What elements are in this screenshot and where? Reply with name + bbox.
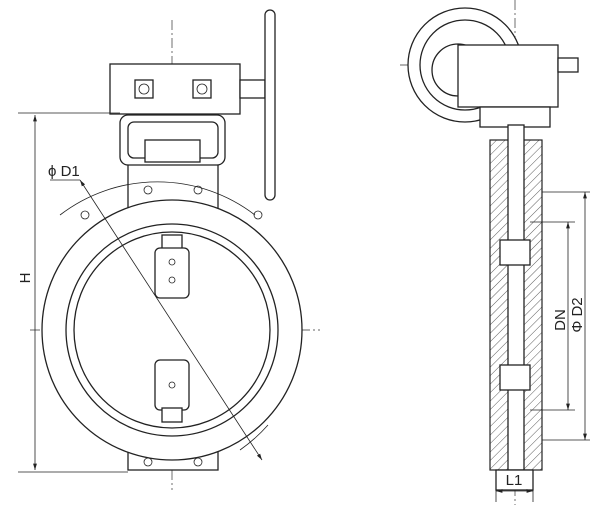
handwheel-side: [264, 9, 276, 201]
gearbox-side: [457, 44, 559, 108]
bolt-circle: [138, 83, 150, 95]
mount-plate: [479, 106, 551, 128]
stem-bottom: [161, 407, 183, 423]
coupling: [144, 139, 201, 163]
bolt-hole: [253, 210, 263, 220]
disc-boss-bottom: [499, 364, 531, 391]
bolt-head: [192, 79, 212, 99]
bolt-head: [134, 79, 154, 99]
l1-label: L1: [506, 472, 523, 489]
d1-dimension-line: [79, 179, 263, 461]
bolt-hole: [80, 210, 90, 220]
front-view: H ϕ D1: [17, 9, 320, 490]
dn-label: DN: [552, 309, 569, 331]
disc-hub-bottom: [154, 359, 190, 411]
d2-label: Φ D2: [569, 297, 586, 332]
d1-label: ϕ D1: [48, 163, 80, 180]
side-view: DN Φ D2 L1: [400, 0, 590, 505]
bolt-circle: [196, 83, 208, 95]
input-shaft: [239, 79, 266, 99]
disc-boss-top: [499, 239, 531, 266]
gearbox: [109, 63, 241, 115]
shaft-end: [557, 57, 579, 73]
stem-top: [161, 234, 183, 250]
stem: [507, 124, 525, 471]
disc-hub-top: [154, 247, 190, 299]
h-label: H: [17, 273, 34, 284]
